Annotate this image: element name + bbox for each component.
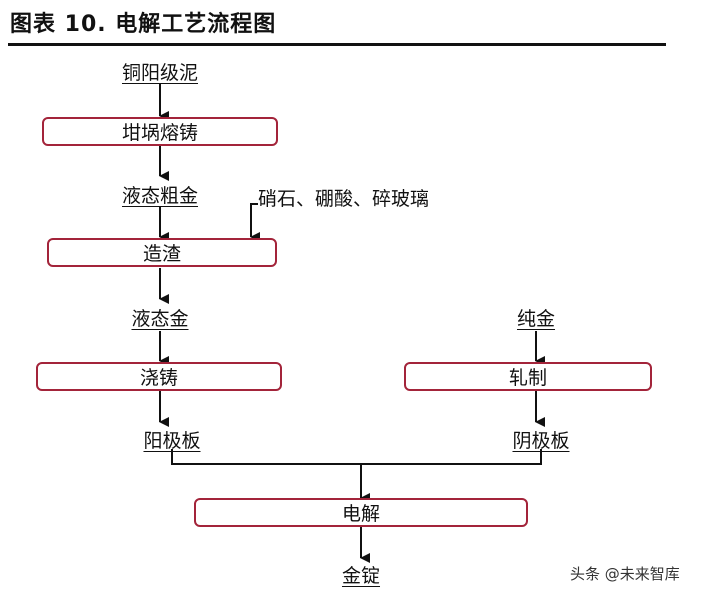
node-liquid-gold: 液态金 xyxy=(131,308,189,330)
box-rolling: 轧制 xyxy=(404,362,652,391)
node-cathode-plate: 阴极板 xyxy=(512,430,570,452)
title-underline xyxy=(8,43,666,46)
box-crucible-casting: 坩埚熔铸 xyxy=(42,117,278,146)
arrow-flux-to-slag xyxy=(250,203,260,242)
node-gold-ingot: 金锭 xyxy=(341,565,381,587)
node-liquid-crude-gold: 液态粗金 xyxy=(121,185,199,207)
watermark: 头条 @未来智库 xyxy=(570,565,680,583)
box-pouring: 浇铸 xyxy=(36,362,282,391)
box-slagging: 造渣 xyxy=(47,238,277,267)
node-pure-gold: 纯金 xyxy=(516,308,556,330)
node-copper-anode-slime: 铜阳级泥 xyxy=(121,62,199,84)
merge-line xyxy=(171,449,542,465)
node-fluxes: 硝石、硼酸、碎玻璃 xyxy=(258,188,430,210)
box-electrolysis: 电解 xyxy=(194,498,528,527)
figure-title: 图表 10. 电解工艺流程图 xyxy=(10,12,277,37)
node-anode-plate: 阳极板 xyxy=(143,430,201,452)
